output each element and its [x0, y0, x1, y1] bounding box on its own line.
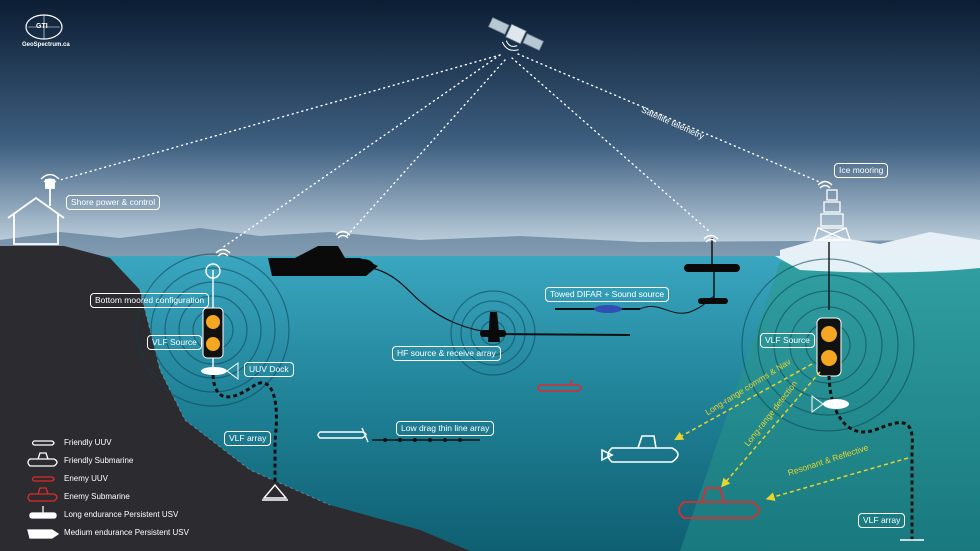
- uuv-dock-left-icon: [201, 362, 239, 380]
- uuv-dock-callout: UUV Dock: [244, 362, 294, 377]
- ice-mooring-callout: Ice mooring: [834, 163, 889, 178]
- low-drag-callout: Low drag thin line array: [396, 421, 495, 436]
- hf-receive-array: [495, 333, 631, 336]
- telemetry-links: [59, 53, 823, 249]
- satellite-icon: [487, 17, 545, 51]
- legend-enemy-uuv: Enemy UUV: [64, 474, 109, 483]
- distant-mountains: [0, 228, 980, 256]
- sky: [0, 0, 980, 262]
- medium-usv-icon: [684, 238, 740, 304]
- usv-boat-icon: [268, 246, 378, 276]
- shore-power-callout: Shore power & control: [66, 195, 161, 210]
- vlf-source-right-icon: [816, 317, 842, 377]
- signal-arrows: [674, 363, 909, 502]
- friendly-uuv-scene-icon: [317, 427, 369, 443]
- logo-mark-text: GTI: [36, 23, 48, 30]
- shore-station-icon: [7, 179, 65, 245]
- logo-site-text: GeoSpectrum.ca: [22, 42, 70, 48]
- ice-mooring-buoy-icon: [813, 189, 851, 241]
- vlf-source-right-callout: VLF Source: [760, 333, 815, 348]
- enemy-submarine-scene-icon: [678, 487, 760, 519]
- legend-long-endurance-usv: Long endurance Persistent USV: [64, 510, 179, 519]
- legend-enemy-submarine: Enemy Submarine: [64, 492, 130, 501]
- uuv-dock-right-icon: [811, 395, 849, 413]
- seabed-shore: [0, 246, 470, 551]
- friendly-submarine-scene-icon: [601, 435, 679, 463]
- legend-friendly-uuv: Friendly UUV: [64, 438, 112, 447]
- logo-mark: [25, 14, 63, 40]
- bottom-moored-callout: Bottom moored configuration: [90, 293, 210, 308]
- vlf-array-right-callout: VLF array: [858, 513, 906, 528]
- enemy-uuv-scene-icon: [537, 379, 582, 392]
- legend-friendly-submarine: Friendly Submarine: [64, 456, 134, 465]
- vlf-array-left-callout: VLF array: [224, 431, 272, 446]
- sound-source-icon: [594, 305, 622, 313]
- hf-source-icon: [480, 312, 506, 342]
- ice-shelf: [775, 252, 980, 273]
- wifi-signal-icons: [40, 173, 833, 257]
- hf-source-callout: HF source & receive array: [392, 346, 501, 361]
- towed-difar-callout: Towed DIFAR + Sound source: [545, 287, 670, 302]
- tow-cable-center: [371, 267, 496, 334]
- vlf-source-left-callout: VLF Source: [147, 335, 202, 350]
- bottom-mooring-left: [202, 263, 288, 501]
- thin-line-array-nodes: [383, 438, 462, 442]
- legend-medium-endurance-usv: Medium endurance Persistent USV: [64, 528, 189, 537]
- legend-icons: [27, 440, 60, 539]
- sonar-rings-right: [741, 258, 915, 432]
